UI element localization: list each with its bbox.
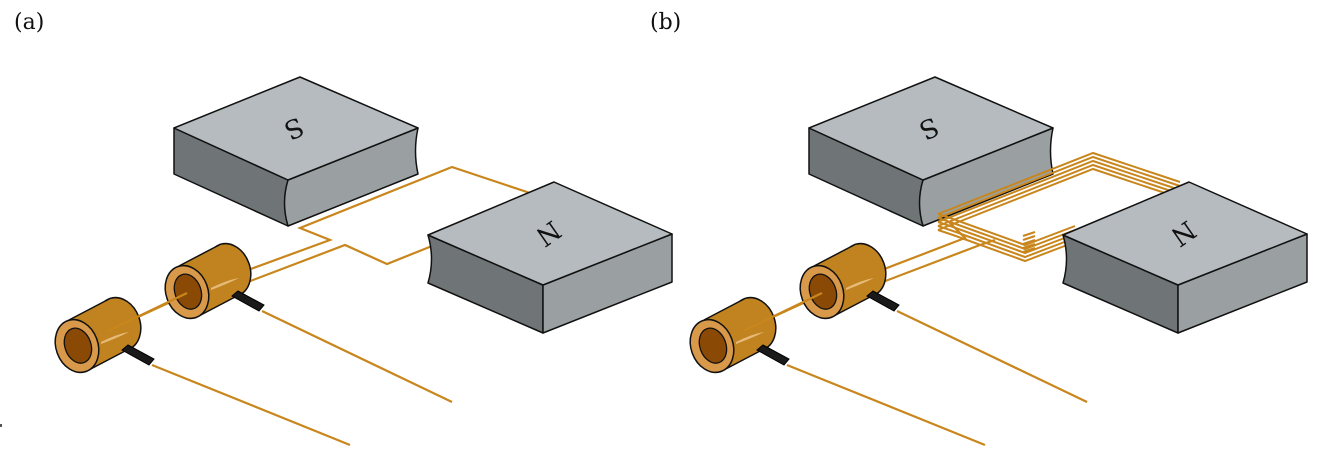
- coil-turn-join-2: [1022, 234, 1036, 242]
- brush-2: [866, 290, 900, 312]
- armature-loop: [225, 165, 531, 290]
- armature-loop: [860, 151, 1181, 290]
- lead-wire-2: [866, 238, 996, 290]
- shaft-wire-front: [742, 292, 823, 332]
- shaft-wire-front: [107, 292, 188, 332]
- magnet-north: N: [1062, 181, 1308, 334]
- slip-ring-1: [689, 296, 777, 374]
- magnet-top-face: [427, 181, 673, 286]
- coil-turn-front-2: [937, 217, 1076, 251]
- loop-wire-2: [231, 243, 433, 290]
- brush-2: [231, 290, 265, 312]
- ring-bore: [698, 327, 728, 364]
- magnet-south: S: [173, 76, 419, 227]
- coil-turn-front-5: [937, 229, 1076, 263]
- brush-lead-1: [151, 363, 351, 447]
- magnet-top-face: [1062, 181, 1308, 286]
- coil-turn-join-4: [1022, 242, 1036, 250]
- loop-wire-1: [225, 165, 531, 280]
- coil-turn-front-4: [937, 225, 1076, 259]
- ring-highlight: [211, 278, 239, 290]
- ring-edge-top: [68, 297, 112, 321]
- magnet-right-face: [283, 127, 419, 227]
- brush-1: [121, 344, 155, 366]
- coil-turn-front-1: [937, 213, 1076, 247]
- ring-edge-top: [813, 243, 857, 267]
- panel-label-a: (a): [14, 10, 45, 35]
- slip-ring-2: [164, 242, 252, 320]
- coil-turn-front-3: [937, 221, 1076, 255]
- magnet-left-face: [1062, 234, 1179, 334]
- ring-bore: [808, 273, 838, 310]
- magnet-left-face: [427, 234, 544, 334]
- ring-bore: [63, 327, 93, 364]
- magnet-right-face: [918, 127, 1054, 227]
- magnet-north: N: [427, 181, 673, 334]
- ring-edge-top: [703, 297, 747, 321]
- coil-turn-back-4: [937, 163, 1181, 227]
- coil-turn-join-5: [1022, 246, 1036, 254]
- magnet-top-face: [173, 76, 419, 181]
- brush-lead-2: [261, 310, 453, 403]
- coil-turn-join-3: [1022, 238, 1036, 246]
- ring-bore: [173, 273, 203, 310]
- panel-label-b: (b): [650, 10, 682, 35]
- ring-edge-top: [178, 243, 222, 267]
- lead-wire-1: [860, 221, 967, 280]
- coil-turn-join-1: [1022, 230, 1036, 238]
- coil-turn-back-1: [937, 151, 1181, 215]
- slip-ring-2: [799, 242, 887, 320]
- brush-lead-1: [786, 363, 986, 447]
- coil-turn-back-5: [937, 167, 1181, 231]
- magnet-south: S: [808, 76, 1054, 227]
- stray-mark: [0, 424, 2, 427]
- ring-highlight: [736, 332, 764, 344]
- brush-lead-2: [896, 310, 1088, 403]
- slip-ring-1: [54, 296, 142, 374]
- coil-turn-back-2: [937, 155, 1181, 219]
- panel-b: SN: [689, 76, 1308, 447]
- ring-highlight: [101, 332, 129, 344]
- magnet-top-face: [808, 76, 1054, 181]
- brush-1: [756, 344, 790, 366]
- ring-highlight: [846, 278, 874, 290]
- panel-a: SN: [54, 76, 673, 447]
- coil-turn-back-3: [937, 159, 1181, 223]
